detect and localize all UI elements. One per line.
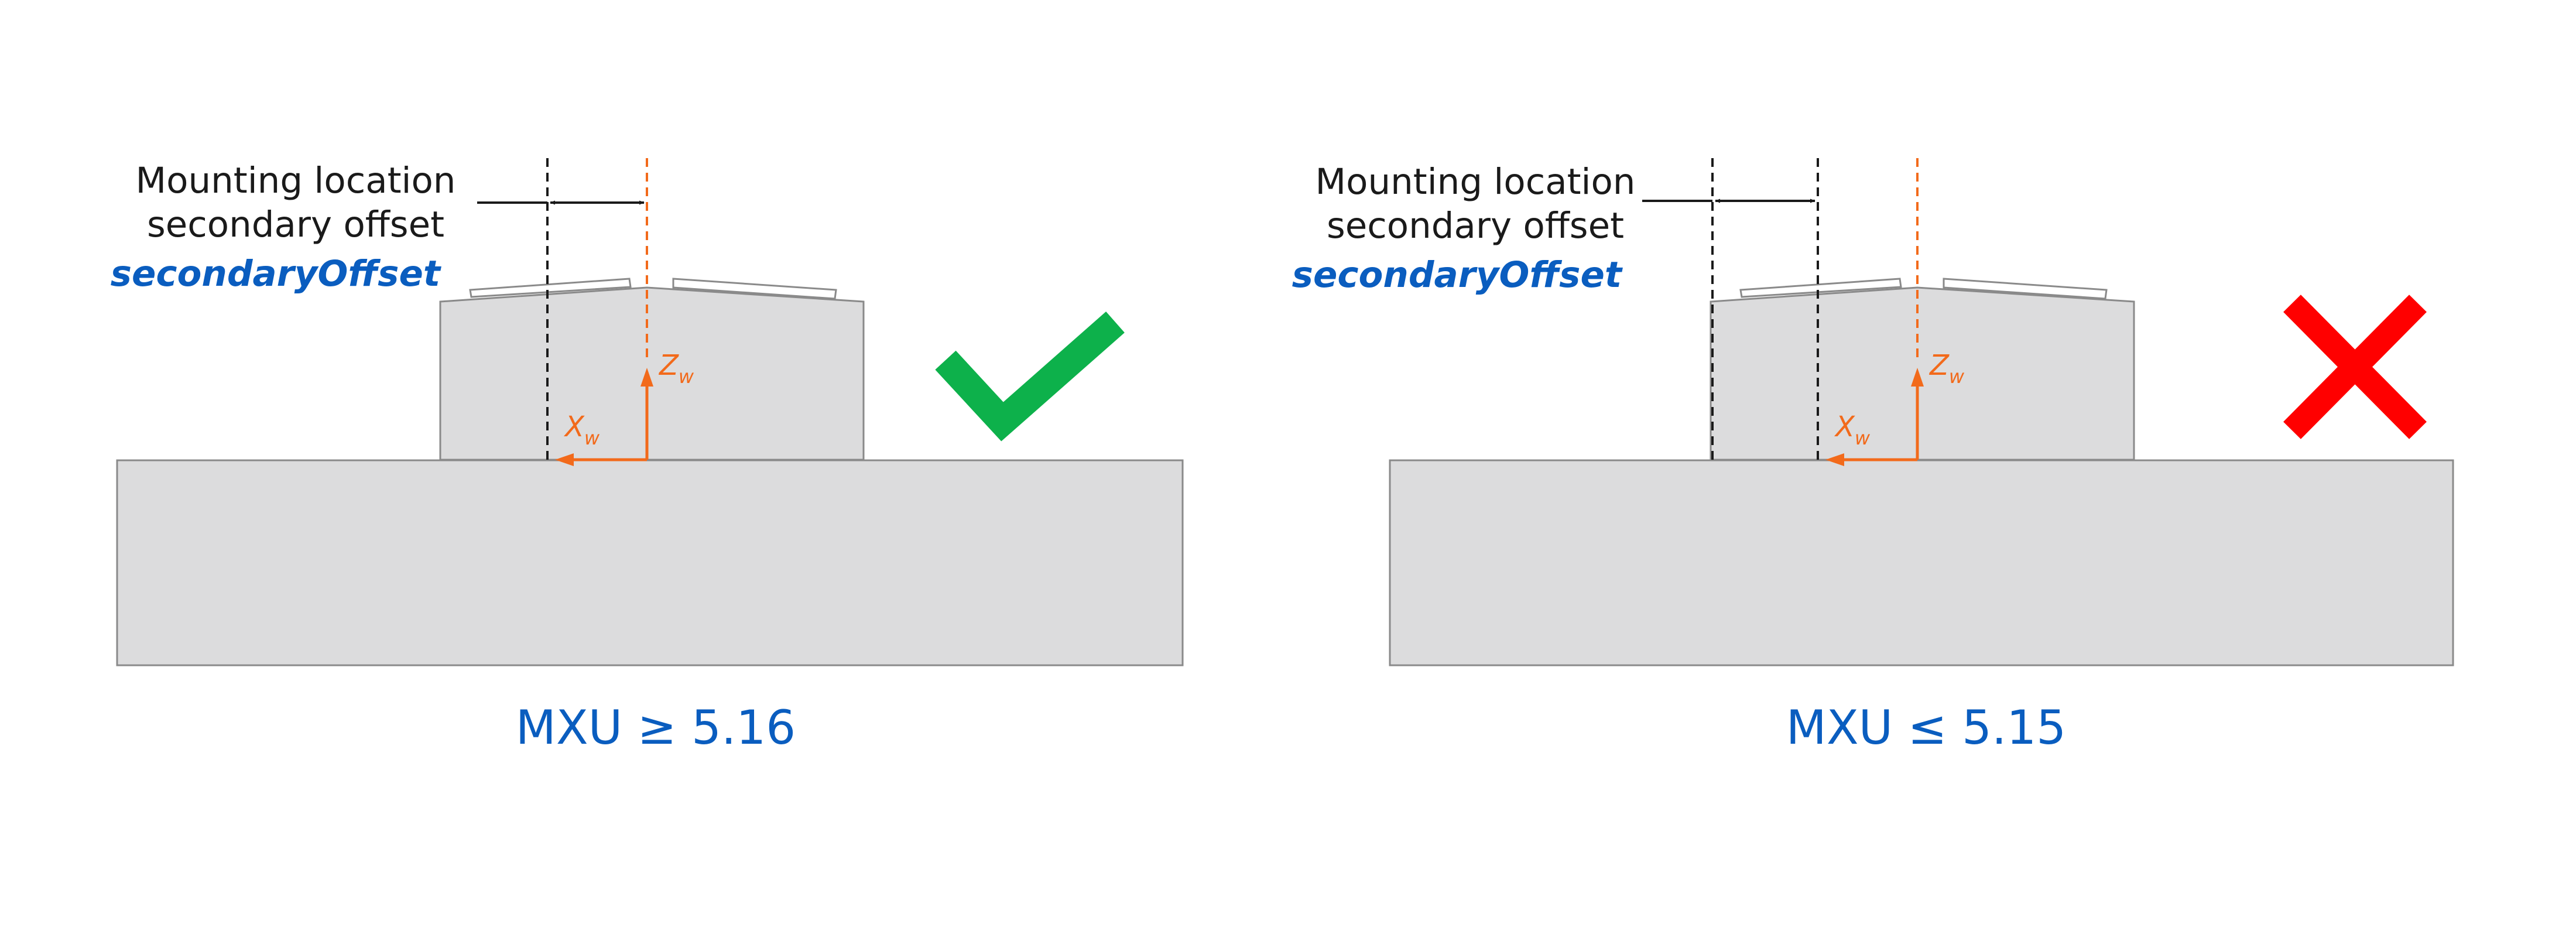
xw-axis-label: Xw: [1834, 411, 1871, 449]
label-line-1: Mounting location: [1316, 161, 1636, 203]
top-plate-left: [1739, 278, 1902, 298]
zw-axis-label: Zw: [658, 349, 694, 388]
top-plate-right: [672, 278, 837, 300]
base-plate: [116, 459, 1184, 666]
xw-arrowhead: [555, 453, 574, 466]
mounted-unit: [1710, 286, 2135, 461]
version-label: MXU ≥ 5.16: [516, 700, 796, 755]
parameter-name: secondaryOffset: [111, 253, 442, 295]
checkmark-icon: [935, 311, 1125, 442]
xw-axis-label: Xw: [563, 411, 600, 449]
panel-left: Zw Xw Mounting location secondary offset…: [111, 158, 1184, 755]
parameter-name: secondaryOffset: [1292, 254, 1623, 296]
zw-arrowhead: [1911, 368, 1924, 387]
cross-icon: [2283, 295, 2427, 439]
panel-right: Zw Xw Mounting location secondary offset…: [1292, 158, 2454, 755]
zw-arrowhead: [640, 368, 653, 387]
top-plate-left: [469, 278, 632, 298]
mounted-unit: [439, 286, 865, 461]
label-line-1: Mounting location: [136, 160, 456, 201]
label-line-2: secondary offset: [1327, 205, 1624, 247]
xw-arrowhead: [1825, 453, 1844, 466]
top-plate-right: [1943, 278, 2108, 300]
zw-axis-label: Zw: [1928, 349, 1965, 388]
label-line-2: secondary offset: [147, 204, 444, 245]
base-plate: [1389, 459, 2454, 666]
version-label: MXU ≤ 5.15: [1786, 700, 2066, 755]
